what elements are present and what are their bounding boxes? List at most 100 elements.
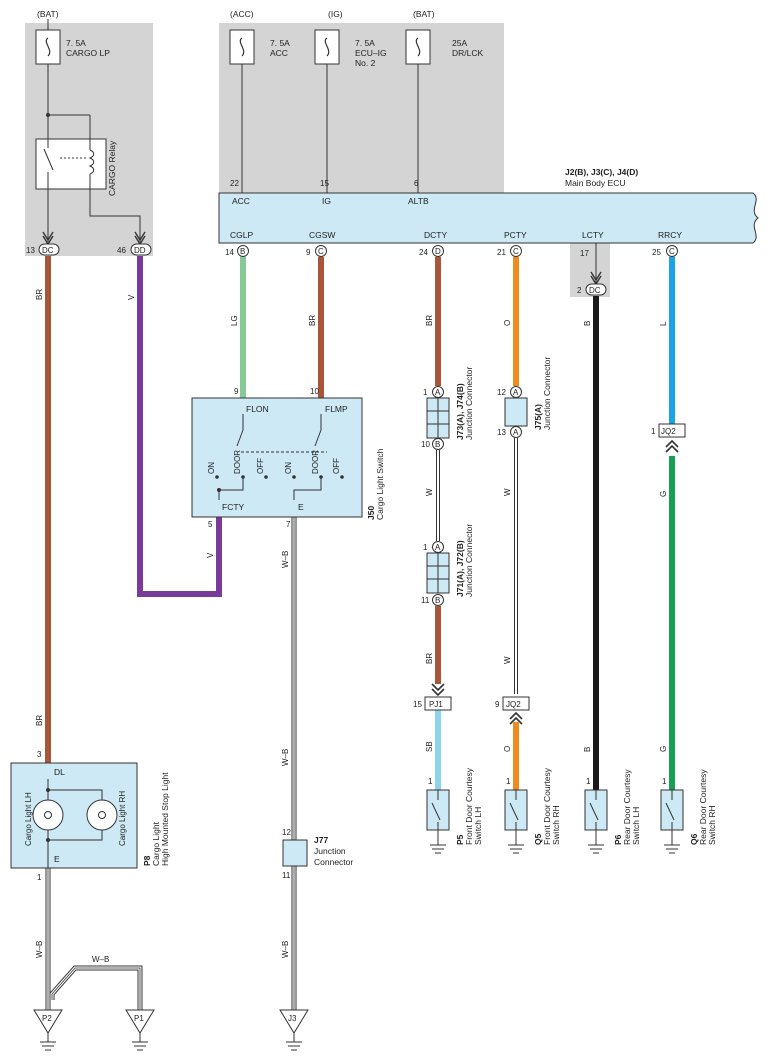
svg-text:CGLP: CGLP: [230, 230, 253, 240]
svg-text:LCTY: LCTY: [582, 230, 604, 240]
svg-text:7: 7: [286, 520, 291, 529]
svg-text:W–B: W–B: [281, 749, 290, 766]
switch-contact-icon: [665, 802, 675, 821]
svg-text:B: B: [583, 747, 592, 752]
wire-w-b: [45, 868, 143, 1010]
svg-text:10: 10: [421, 440, 430, 449]
switch-contact-icon: [509, 802, 519, 821]
ground-point-p2: P2: [33, 1009, 63, 1051]
ecu-pin-cglp: 14 B: [225, 245, 249, 257]
svg-text:DD: DD: [134, 246, 146, 255]
svg-text:Rear Door Courtesy: Rear Door Courtesy: [622, 769, 632, 845]
svg-text:FCTY: FCTY: [222, 502, 245, 512]
cargo-light: 3 DL E Cargo Light LH Cargo Light RH 1 P…: [10, 750, 170, 882]
svg-text:SB: SB: [425, 741, 434, 752]
svg-text:J3: J3: [288, 1014, 297, 1023]
svg-text:B: B: [435, 596, 440, 605]
svg-text:BR: BR: [425, 315, 434, 326]
svg-text:25: 25: [652, 248, 661, 257]
svg-text:W–B: W–B: [281, 941, 290, 958]
ecu-pin-cgsw: 9 C: [306, 245, 327, 257]
relay-contact-icon: [43, 148, 54, 171]
svg-text:CARGO Relay: CARGO Relay: [107, 140, 117, 196]
svg-text:24: 24: [419, 248, 428, 257]
svg-text:9: 9: [495, 700, 500, 709]
svg-text:1: 1: [37, 873, 42, 882]
fuse-dr-lck: 25A DR/LCK: [405, 29, 484, 65]
svg-text:CARGO LP: CARGO LP: [66, 48, 110, 58]
ecu-pin-pcty: 21 C: [497, 245, 522, 257]
svg-text:DOOR: DOOR: [311, 450, 320, 474]
svg-text:Cargo Light RH: Cargo Light RH: [118, 791, 127, 846]
lamp-icon: [32, 799, 64, 831]
svg-text:D: D: [435, 247, 441, 256]
svg-text:7. 5A: 7. 5A: [355, 38, 375, 48]
junction-connector-j73-j74: 1 A 10 B J73(A), J74(B) Junction Connect…: [421, 367, 474, 450]
svg-text:E: E: [54, 854, 60, 864]
svg-text:C: C: [318, 247, 324, 256]
svg-text:B: B: [435, 440, 440, 449]
junction-connector-j71-j72: 1 A 11 B J71(A), J72(B) Junction Connect…: [421, 524, 474, 606]
svg-text:Main Body ECU: Main Body ECU: [565, 178, 625, 188]
svg-text:11: 11: [421, 596, 430, 605]
svg-text:C: C: [513, 247, 519, 256]
svg-text:ECU–IG: ECU–IG: [355, 48, 387, 58]
ecu-pin-rrcy: 25 C: [652, 245, 678, 257]
main-body-ecu: J2(B), J3(C), J4(D) Main Body ECU 22 15 …: [218, 167, 759, 244]
fuse-source-label: (BAT): [413, 9, 435, 19]
lamp-icon: [86, 799, 118, 831]
svg-text:Junction Connector: Junction Connector: [464, 367, 474, 440]
svg-text:ALTB: ALTB: [408, 196, 429, 206]
svg-text:13: 13: [497, 428, 506, 437]
svg-text:L: L: [659, 321, 668, 326]
svg-text:W: W: [425, 488, 434, 496]
svg-text:Switch RH: Switch RH: [551, 805, 561, 845]
svg-text:DR/LCK: DR/LCK: [452, 48, 484, 58]
svg-text:Junction Connector: Junction Connector: [542, 357, 552, 430]
svg-text:13: 13: [26, 246, 35, 255]
svg-text:W: W: [503, 488, 512, 496]
svg-text:RRCY: RRCY: [658, 230, 682, 240]
rear-door-courtesy-switch-rh: 1 Q6 Rear Door Courtesy Switch RH: [660, 769, 717, 854]
fuse-icon: [415, 37, 421, 57]
svg-text:V: V: [127, 294, 136, 300]
svg-text:A: A: [435, 388, 441, 397]
svg-text:1: 1: [662, 777, 667, 786]
svg-text:15: 15: [413, 700, 422, 709]
svg-text:7. 5A: 7. 5A: [66, 38, 86, 48]
svg-text:10: 10: [310, 387, 319, 396]
svg-text:BR: BR: [35, 715, 44, 726]
svg-text:17: 17: [580, 249, 589, 258]
svg-text:JQ2: JQ2: [506, 700, 521, 709]
svg-text:1: 1: [423, 388, 428, 397]
svg-text:ON: ON: [207, 462, 216, 474]
inline-connector-jq2-rh: 9 JQ2: [495, 696, 530, 725]
fuse-icon: [324, 37, 330, 57]
svg-text:W–B: W–B: [35, 941, 44, 958]
svg-text:ACC: ACC: [270, 48, 288, 58]
svg-text:46: 46: [117, 246, 126, 255]
svg-text:A: A: [513, 388, 519, 397]
svg-text:FLMP: FLMP: [325, 404, 348, 414]
svg-text:P5: P5: [455, 834, 465, 845]
svg-text:Switch LH: Switch LH: [473, 807, 483, 845]
arrow-up-icon: [665, 439, 679, 453]
svg-text:3: 3: [37, 750, 42, 759]
arrow-up-icon: [509, 711, 523, 725]
svg-text:DL: DL: [54, 767, 65, 777]
ground-point-j3: J3: [279, 1009, 309, 1051]
front-door-courtesy-switch-rh: 1 Q5 Front Door Courtesy Switch RH: [504, 767, 561, 854]
svg-text:A: A: [435, 543, 441, 552]
relay-pin-46: 46 DD: [117, 243, 152, 256]
svg-text:1: 1: [586, 777, 591, 786]
svg-text:DC: DC: [589, 286, 601, 295]
svg-text:JQ2: JQ2: [661, 427, 676, 436]
svg-text:DCTY: DCTY: [424, 230, 447, 240]
fuse-block-background: [219, 23, 504, 195]
svg-text:C: C: [669, 247, 675, 256]
svg-text:6: 6: [414, 179, 419, 188]
switch-contact-icon: [431, 802, 441, 821]
svg-text:BR: BR: [308, 315, 317, 326]
fuse-cargo-lp: 7. 5A CARGO LP: [35, 19, 110, 65]
front-door-courtesy-switch-lh: 1 P5 Front Door Courtesy Switch LH: [426, 767, 483, 854]
